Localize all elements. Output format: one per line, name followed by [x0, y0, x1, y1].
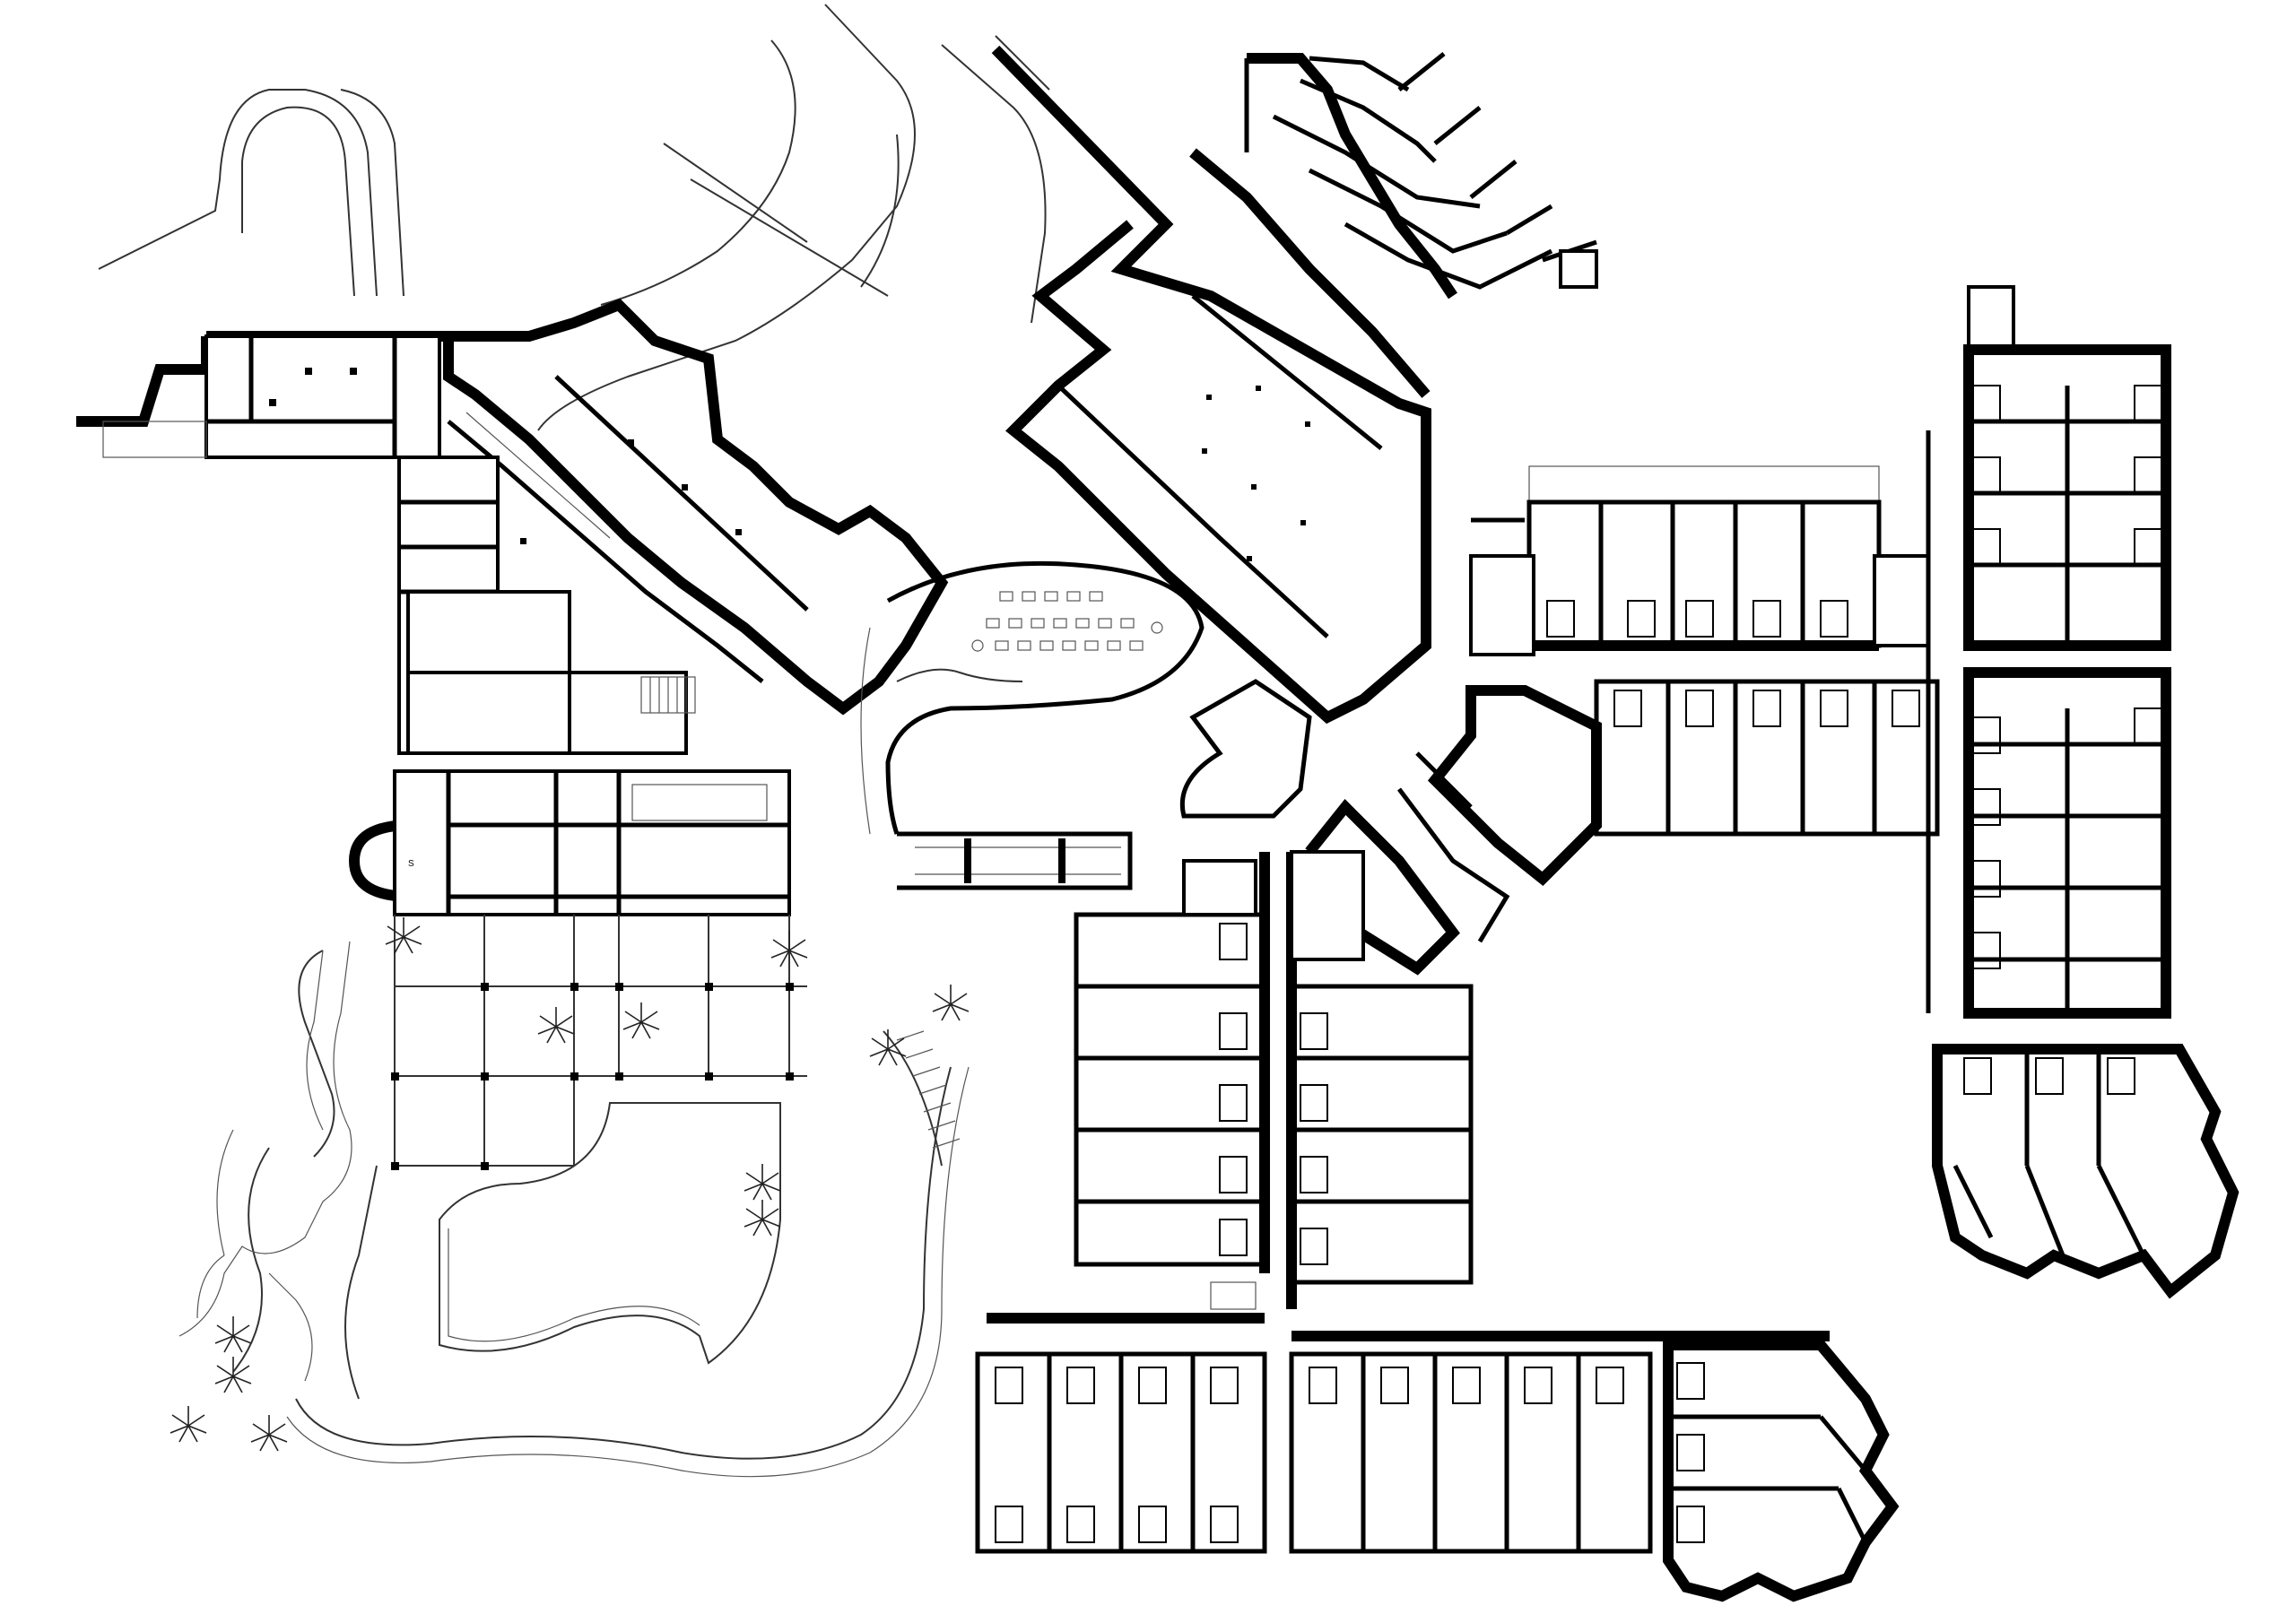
apse-mark: S	[408, 859, 414, 869]
bottom-wing-doors	[995, 1367, 1624, 1543]
far-east-bay-wing	[1932, 1044, 2239, 1299]
south-wing-doors-right	[1300, 1012, 1328, 1265]
far-east-doors	[1972, 385, 2162, 969]
cafe-tables	[971, 591, 1163, 652]
far-east-wing	[1873, 285, 2171, 1019]
south-wing-doors-left	[1219, 923, 1248, 1256]
service-block-west	[397, 456, 696, 755]
plant-symbol	[250, 1415, 288, 1452]
plant-symbol	[744, 1164, 781, 1201]
courtyard-with-seating	[860, 560, 1205, 890]
northeast-room-wing	[1189, 52, 1598, 398]
hall-columns	[520, 439, 742, 544]
plant-symbol	[622, 1002, 660, 1039]
plant-symbol	[214, 1357, 252, 1393]
apse-entry-hall: S	[348, 769, 791, 916]
hall-columns-ne	[1202, 386, 1310, 561]
pergola-stairs	[883, 1030, 961, 1167]
south-bottom-wing	[975, 1313, 1830, 1554]
bay-doors	[1963, 1057, 2135, 1095]
plant-symbol	[537, 1007, 575, 1044]
upper-block-doors	[1546, 600, 1848, 638]
plant-symbol	[744, 1200, 781, 1237]
west-entrance-block	[76, 331, 448, 459]
plant-symbol	[932, 985, 970, 1021]
central-hall-northeast	[991, 45, 1431, 819]
east-room-block-lower	[1305, 679, 1940, 976]
cliff-edge	[178, 941, 352, 1382]
plant-symbol	[170, 1406, 207, 1443]
terrace-columns	[391, 983, 794, 1170]
plant-symbol	[869, 1029, 907, 1066]
plant-symbol	[214, 1316, 252, 1353]
colonnade-terrace	[391, 915, 807, 1170]
southeast-bay-wing	[1663, 1340, 1900, 1602]
se-bay-doors	[1676, 1362, 1705, 1543]
lower-block-doors	[1613, 690, 1920, 727]
pool-garden	[216, 950, 970, 1478]
east-room-block-upper	[1469, 465, 1882, 656]
plant-symbol	[770, 931, 808, 968]
columns-west-block	[269, 368, 357, 406]
south-room-wing	[1074, 850, 1474, 1310]
stair-west	[640, 676, 696, 714]
plant-symbol	[385, 917, 422, 954]
vegetation	[170, 917, 970, 1452]
